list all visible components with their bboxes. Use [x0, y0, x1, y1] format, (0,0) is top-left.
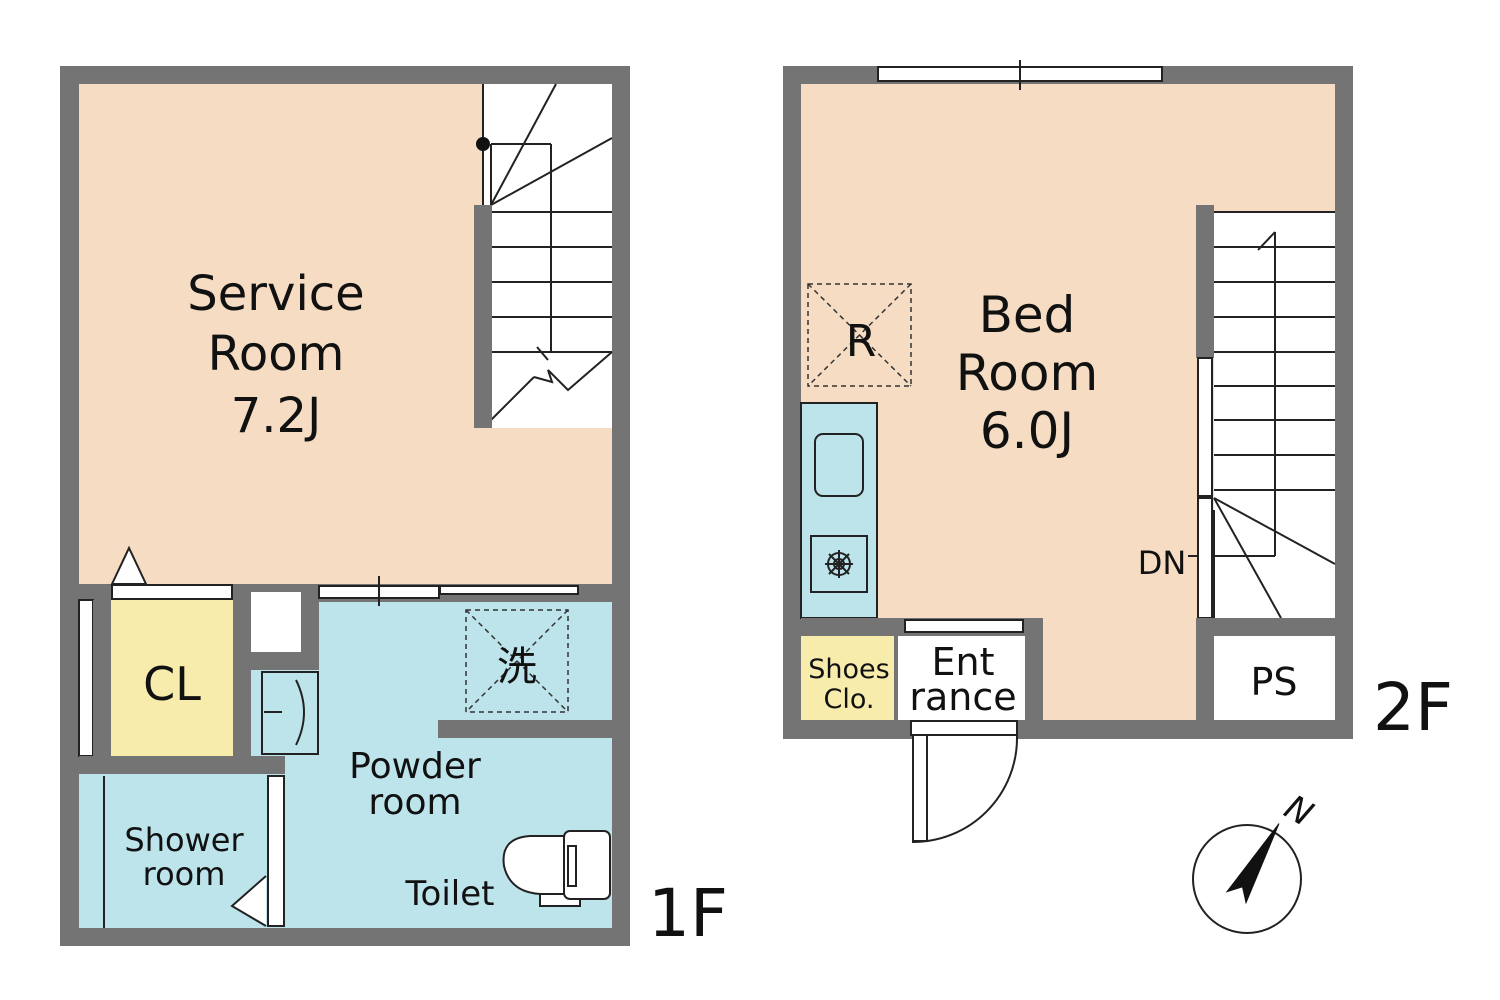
first-floor: 洗 Service Room 7.2J CL Powder room Showe… [60, 66, 728, 952]
closet-divider [93, 600, 111, 756]
compass: N [1192, 787, 1320, 934]
shoes-closet-wall [894, 636, 898, 720]
shoes-closet [801, 636, 896, 720]
service-room-size: 7.2J [231, 388, 322, 444]
washer-label: 洗 [497, 644, 537, 690]
refrigerator-label: R [846, 316, 877, 367]
refrigerator-space [807, 283, 912, 387]
ps-left-wall [1196, 618, 1214, 739]
entrance-step [904, 619, 1024, 633]
bed-room-name-2: Room [956, 344, 1098, 402]
service-door-marker [110, 545, 148, 585]
first-floor-label: 1F [648, 875, 728, 952]
toilet-fixture [502, 830, 611, 907]
powder-room-name-1: Powder [349, 746, 481, 787]
toilet-label: Toilet [405, 874, 495, 914]
closet-door [111, 584, 233, 600]
second-floor-stairs [1188, 211, 1336, 619]
shower-room-name-1: Shower [124, 821, 244, 859]
service-room-name-1: Service [187, 266, 364, 322]
front-door [910, 720, 1018, 844]
shoes-closet-name-1: Shoes [808, 654, 889, 685]
entrance-name-2: rance [909, 675, 1016, 719]
closet-label: CL [143, 657, 201, 711]
bed-room-name-1: Bed [979, 286, 1076, 344]
powder-room-sliding-door [318, 576, 579, 606]
entrance-name-1: Ent [932, 640, 995, 684]
shower-top-wall [79, 756, 285, 774]
washing-machine-space [465, 609, 569, 713]
washer-wall [438, 720, 612, 738]
compass-needle [1225, 823, 1280, 905]
stairs-lower-handrail [1197, 497, 1213, 619]
shower-door [267, 775, 285, 927]
stairs-wall-2f [1196, 205, 1214, 358]
powder-room-name-2: room [368, 782, 461, 823]
shoes-closet-name-2: Clo. [824, 684, 875, 715]
closet-right-wall [233, 592, 251, 758]
compass-north-label: N [1277, 787, 1319, 834]
shower-door-swing [230, 875, 267, 927]
closet [111, 600, 233, 756]
stairs-down-label: DN [1138, 544, 1187, 582]
stairs-handrail [1197, 357, 1213, 497]
pipe-shaft-2f [1214, 636, 1335, 720]
closet-left-window [78, 599, 94, 757]
kitchen-counter [800, 402, 878, 619]
washbasin [261, 671, 319, 755]
bed-room-size: 6.0J [980, 402, 1074, 460]
pipe-shaft-label: PS [1250, 660, 1297, 704]
entrance-right-wall [1025, 618, 1043, 739]
stairs-wall [474, 205, 492, 428]
bed-room-window [877, 60, 1163, 90]
shaft-white [251, 592, 301, 652]
stairs-bottom-wall [1196, 618, 1353, 636]
entrance [898, 636, 1025, 720]
second-floor: R Bed Room 6.0J [783, 60, 1453, 844]
service-room-name-2: Room [208, 326, 345, 382]
first-floor-stairs [476, 83, 613, 428]
shower-room-name-2: room [143, 855, 226, 893]
second-floor-label: 2F [1373, 669, 1453, 746]
